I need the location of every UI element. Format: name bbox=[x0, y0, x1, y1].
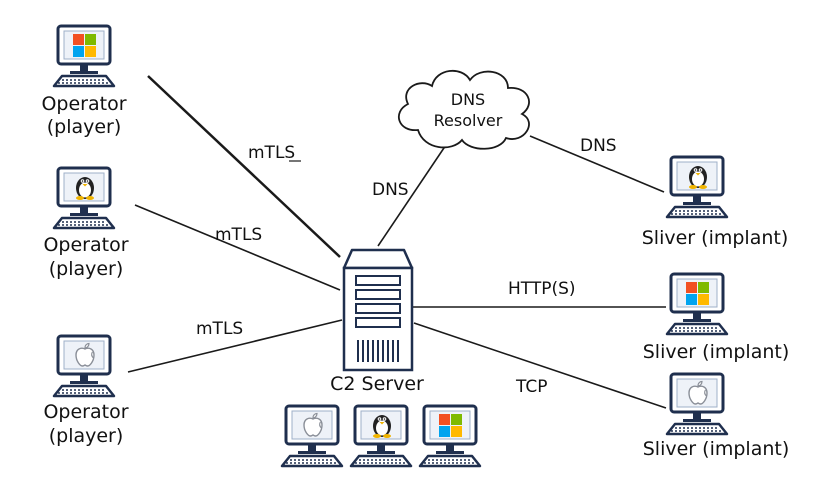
implant-node-1: Sliver (implant) bbox=[642, 155, 789, 249]
implant-node-3: Sliver (implant) bbox=[643, 372, 790, 460]
operator-sublabel: (player) bbox=[47, 116, 122, 138]
edge-label-op2: mTLS bbox=[215, 225, 262, 245]
dns-resolver-node: DNS Resolver bbox=[397, 70, 530, 150]
operator-label: Operator bbox=[41, 93, 126, 115]
edge-label-http: HTTP(S) bbox=[508, 279, 576, 299]
operator-node-1: Operator (player) bbox=[41, 24, 127, 138]
implant-label: Sliver (implant) bbox=[642, 227, 789, 249]
edge-server-implant3 bbox=[413, 322, 667, 409]
operator-label: Operator bbox=[43, 234, 128, 256]
implant-label: Sliver (implant) bbox=[643, 438, 790, 460]
edge-label-dns-implant: DNS bbox=[580, 136, 617, 156]
operator-sublabel: (player) bbox=[49, 258, 124, 280]
edge-label-tcp: TCP bbox=[515, 377, 548, 397]
c2-server-node: C2 Server bbox=[330, 248, 424, 395]
connections bbox=[127, 75, 667, 409]
platform-node-linux bbox=[349, 404, 413, 468]
platform-node-windows bbox=[418, 404, 482, 468]
edge-label-op3: mTLS bbox=[196, 319, 243, 339]
resolver-label-line2: Resolver bbox=[434, 111, 503, 130]
edge-operator2-server bbox=[134, 204, 341, 291]
operator-node-3: Operator (player) bbox=[43, 334, 129, 447]
edge-operator3-server bbox=[127, 319, 343, 373]
cloud-icon bbox=[397, 70, 530, 150]
linux-icon bbox=[689, 166, 707, 189]
implant-node-2: Sliver (implant) bbox=[643, 272, 790, 363]
linux-icon bbox=[76, 177, 94, 200]
edge-resolver-implant1 bbox=[529, 135, 665, 193]
server-icon bbox=[342, 248, 414, 372]
operator-label: Operator bbox=[43, 401, 128, 423]
operator-sublabel: (player) bbox=[49, 425, 124, 447]
linux-icon bbox=[373, 415, 391, 438]
edge-server-resolver bbox=[377, 135, 453, 247]
server-label: C2 Server bbox=[330, 373, 424, 395]
implant-label: Sliver (implant) bbox=[643, 341, 790, 363]
operator-node-2: Operator (player) bbox=[43, 166, 129, 280]
server-platforms bbox=[280, 404, 482, 468]
edge-label-server-dns: DNS bbox=[372, 180, 409, 200]
resolver-label-line1: DNS bbox=[451, 90, 485, 109]
edge-label-op1: mTLS bbox=[248, 143, 295, 163]
platform-node-apple bbox=[280, 404, 344, 468]
edge-operator1-server bbox=[147, 75, 341, 258]
